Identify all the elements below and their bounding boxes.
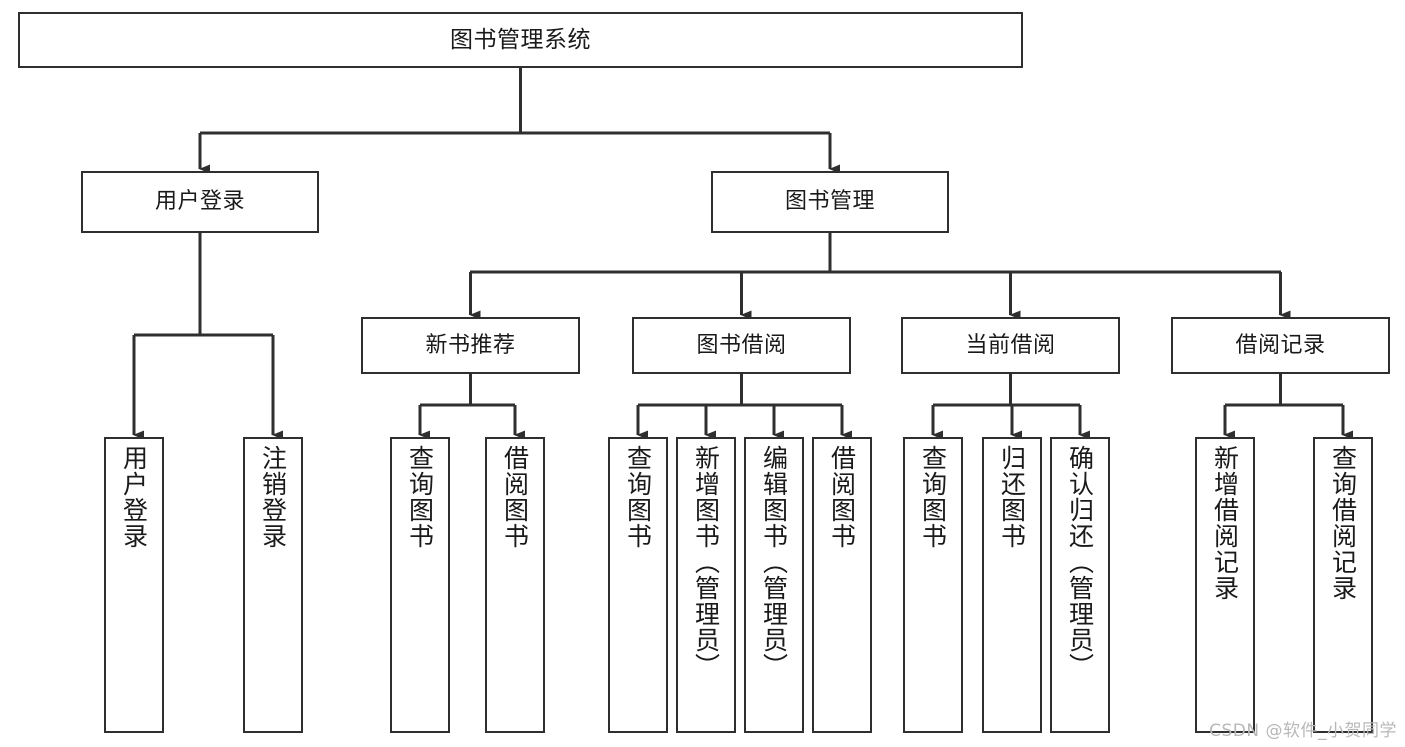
node-label: 编辑图书（管理员） [759,445,789,679]
node-book-management[interactable]: 图书管理 [711,171,949,233]
node-leaf-confirm-return-admin[interactable]: 确认归还（管理员） [1050,437,1110,733]
node-label: 图书管理 [784,189,875,215]
node-label: 新增借阅记录 [1210,445,1240,601]
node-label: 借阅图书 [827,445,857,549]
node-label: 借阅图书 [500,445,530,549]
node-leaf-logout[interactable]: 注销登录 [243,437,303,733]
node-label: 查询借阅记录 [1328,445,1358,601]
node-label: 当前借阅 [965,332,1056,358]
node-label: 注销登录 [258,445,288,549]
node-leaf-user-login[interactable]: 用户登录 [104,437,164,733]
node-leaf-add-borrow-record[interactable]: 新增借阅记录 [1195,437,1255,733]
node-borrowing-records[interactable]: 借阅记录 [1171,317,1390,374]
node-label: 查询图书 [623,445,653,549]
node-label: 确认归还（管理员） [1065,445,1095,679]
node-leaf-query-borrow-record[interactable]: 查询借阅记录 [1313,437,1373,733]
node-label: 新增图书（管理员） [691,445,721,679]
node-label: 新书推荐 [425,332,516,358]
node-current-borrowing[interactable]: 当前借阅 [901,317,1120,374]
node-leaf-edit-book-admin[interactable]: 编辑图书（管理员） [744,437,804,733]
node-leaf-borrow-book[interactable]: 借阅图书 [812,437,872,733]
edges-group [132,68,1353,440]
node-label: 查询图书 [918,445,948,549]
node-leaf-borrow-book-rec[interactable]: 借阅图书 [485,437,545,733]
node-label: 查询图书 [405,445,435,549]
node-label: 借阅记录 [1235,332,1326,358]
node-leaf-query-book-borrow[interactable]: 查询图书 [608,437,668,733]
node-book-borrowing[interactable]: 图书借阅 [632,317,851,374]
node-leaf-return-book[interactable]: 归还图书 [982,437,1042,733]
node-leaf-query-book-current[interactable]: 查询图书 [903,437,963,733]
node-label: 用户登录 [154,189,245,215]
node-root-book-management-system[interactable]: 图书管理系统 [18,12,1023,68]
node-label: 归还图书 [997,445,1027,549]
node-leaf-query-book-rec[interactable]: 查询图书 [390,437,450,733]
node-leaf-add-book-admin[interactable]: 新增图书（管理员） [676,437,736,733]
node-user-login[interactable]: 用户登录 [81,171,319,233]
node-label: 图书借阅 [696,332,787,358]
node-label: 图书管理系统 [450,26,591,53]
node-label: 用户登录 [119,445,149,549]
node-new-book-recommendation[interactable]: 新书推荐 [361,317,580,374]
